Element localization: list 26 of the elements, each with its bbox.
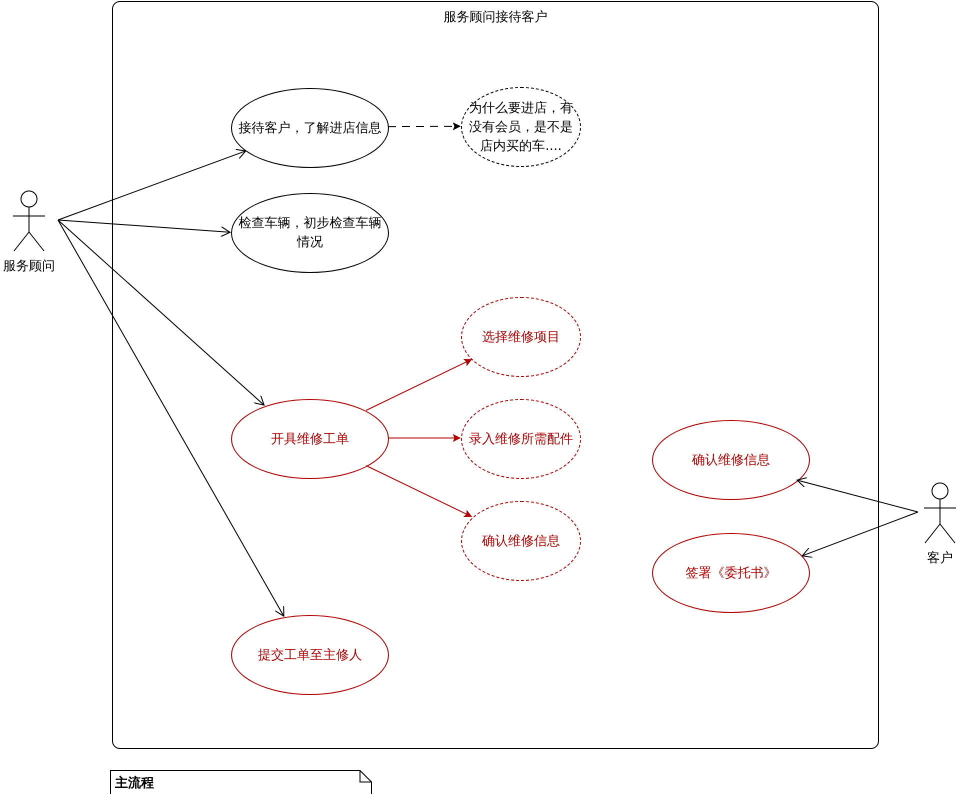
arrow	[366, 358, 472, 411]
use-case-label: 检查车辆，初步检查车辆情况	[238, 215, 382, 252]
arrow	[802, 512, 918, 558]
arrow	[366, 465, 472, 518]
arrow	[58, 220, 230, 238]
note-text: 主流程	[115, 774, 154, 792]
note-box	[110, 770, 372, 794]
boundary-title: 服务顾问接待客户	[442, 9, 548, 26]
arrow	[388, 434, 461, 442]
system-boundary	[112, 1, 879, 749]
use-case-label: 提交工单至主修人	[257, 646, 363, 664]
arrow	[58, 148, 246, 220]
arrow	[796, 477, 918, 512]
use-case-label: 为什么要进店，有没有会员，是不是店内买的车....	[468, 100, 574, 156]
use-case-label: 确认维修信息	[481, 532, 561, 550]
use-case-label: 接待客户，了解进店信息	[238, 120, 382, 138]
use-case-label: 确认维修信息	[691, 452, 771, 470]
actor-label: 服务顾问	[3, 258, 55, 275]
use-case-label: 选择维修项目	[481, 328, 561, 346]
use-case-label: 开具维修工单	[270, 430, 350, 448]
actor-label: 客户	[927, 550, 953, 567]
arrow	[58, 220, 284, 617]
dashed-arrow	[388, 122, 461, 130]
arrow	[58, 220, 265, 406]
use-case-label: 签署《委托书》	[684, 564, 778, 582]
use-case-label: 录入维修所需配件	[468, 430, 574, 448]
